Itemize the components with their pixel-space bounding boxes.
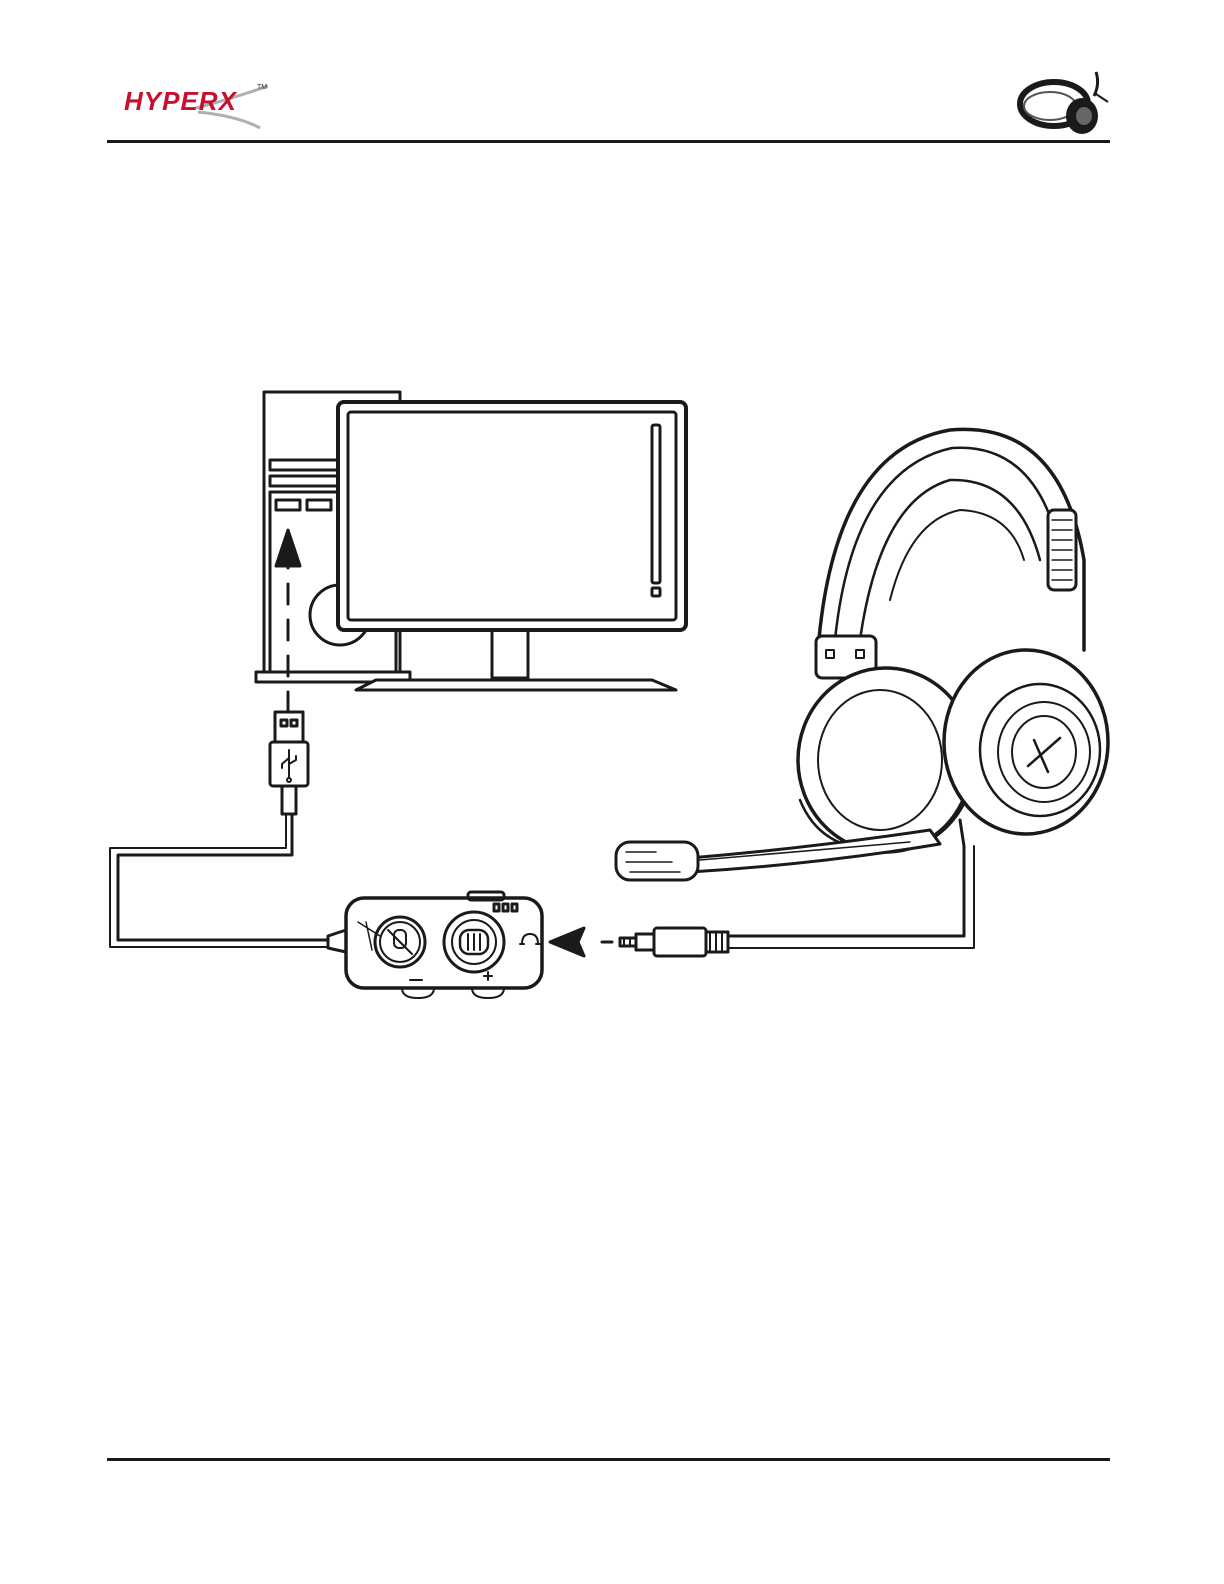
audio-control-box bbox=[328, 892, 542, 998]
usb-plug bbox=[270, 712, 308, 814]
usb-cable bbox=[118, 814, 328, 940]
microphone-boom bbox=[616, 830, 940, 880]
audio-jack-plug bbox=[620, 928, 728, 956]
footer-divider bbox=[107, 1458, 1110, 1461]
headset-insert-arrow bbox=[550, 928, 612, 956]
mic-mute-icon bbox=[375, 917, 425, 967]
headset bbox=[616, 429, 1108, 880]
dolby-button-icon bbox=[444, 912, 504, 972]
